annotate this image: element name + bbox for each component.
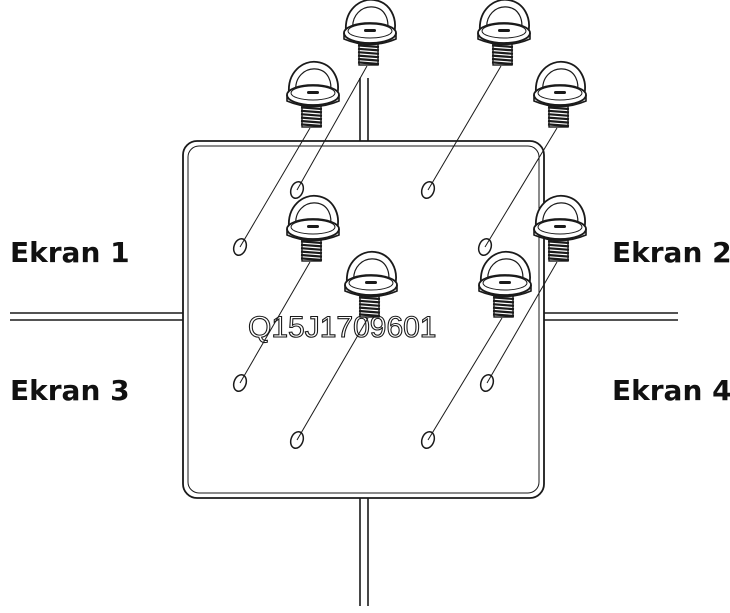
screen-4-label: Ekran 4 bbox=[612, 374, 730, 407]
screen-1-label: Ekran 1 bbox=[10, 236, 130, 269]
mounting-plate: Q15J1709601 bbox=[182, 140, 545, 499]
leader-line bbox=[427, 65, 502, 191]
leader-line bbox=[239, 261, 311, 384]
leader-line bbox=[296, 317, 369, 441]
thumb-screw-icon bbox=[533, 60, 587, 128]
divider-bars bbox=[10, 78, 678, 606]
leader-lines bbox=[239, 65, 558, 441]
thumb-screw-icon bbox=[286, 60, 340, 128]
plate-part-number: Q15J1709601 bbox=[248, 311, 437, 344]
thumb-screw-icon bbox=[478, 250, 532, 318]
leader-line bbox=[427, 317, 503, 441]
thumb-screw-icon bbox=[286, 194, 340, 262]
screen-3-label: Ekran 3 bbox=[10, 374, 130, 407]
thumb-screws bbox=[286, 0, 587, 318]
leader-line bbox=[239, 127, 311, 248]
leader-line bbox=[296, 65, 368, 191]
leader-line bbox=[486, 261, 558, 384]
thumb-screw-icon bbox=[344, 250, 398, 318]
thumb-screw-icon bbox=[343, 0, 397, 66]
thumb-screw-icon bbox=[477, 0, 531, 66]
leader-line bbox=[484, 127, 558, 248]
screen-2-label: Ekran 2 bbox=[612, 236, 730, 269]
thumb-screw-icon bbox=[533, 194, 587, 262]
